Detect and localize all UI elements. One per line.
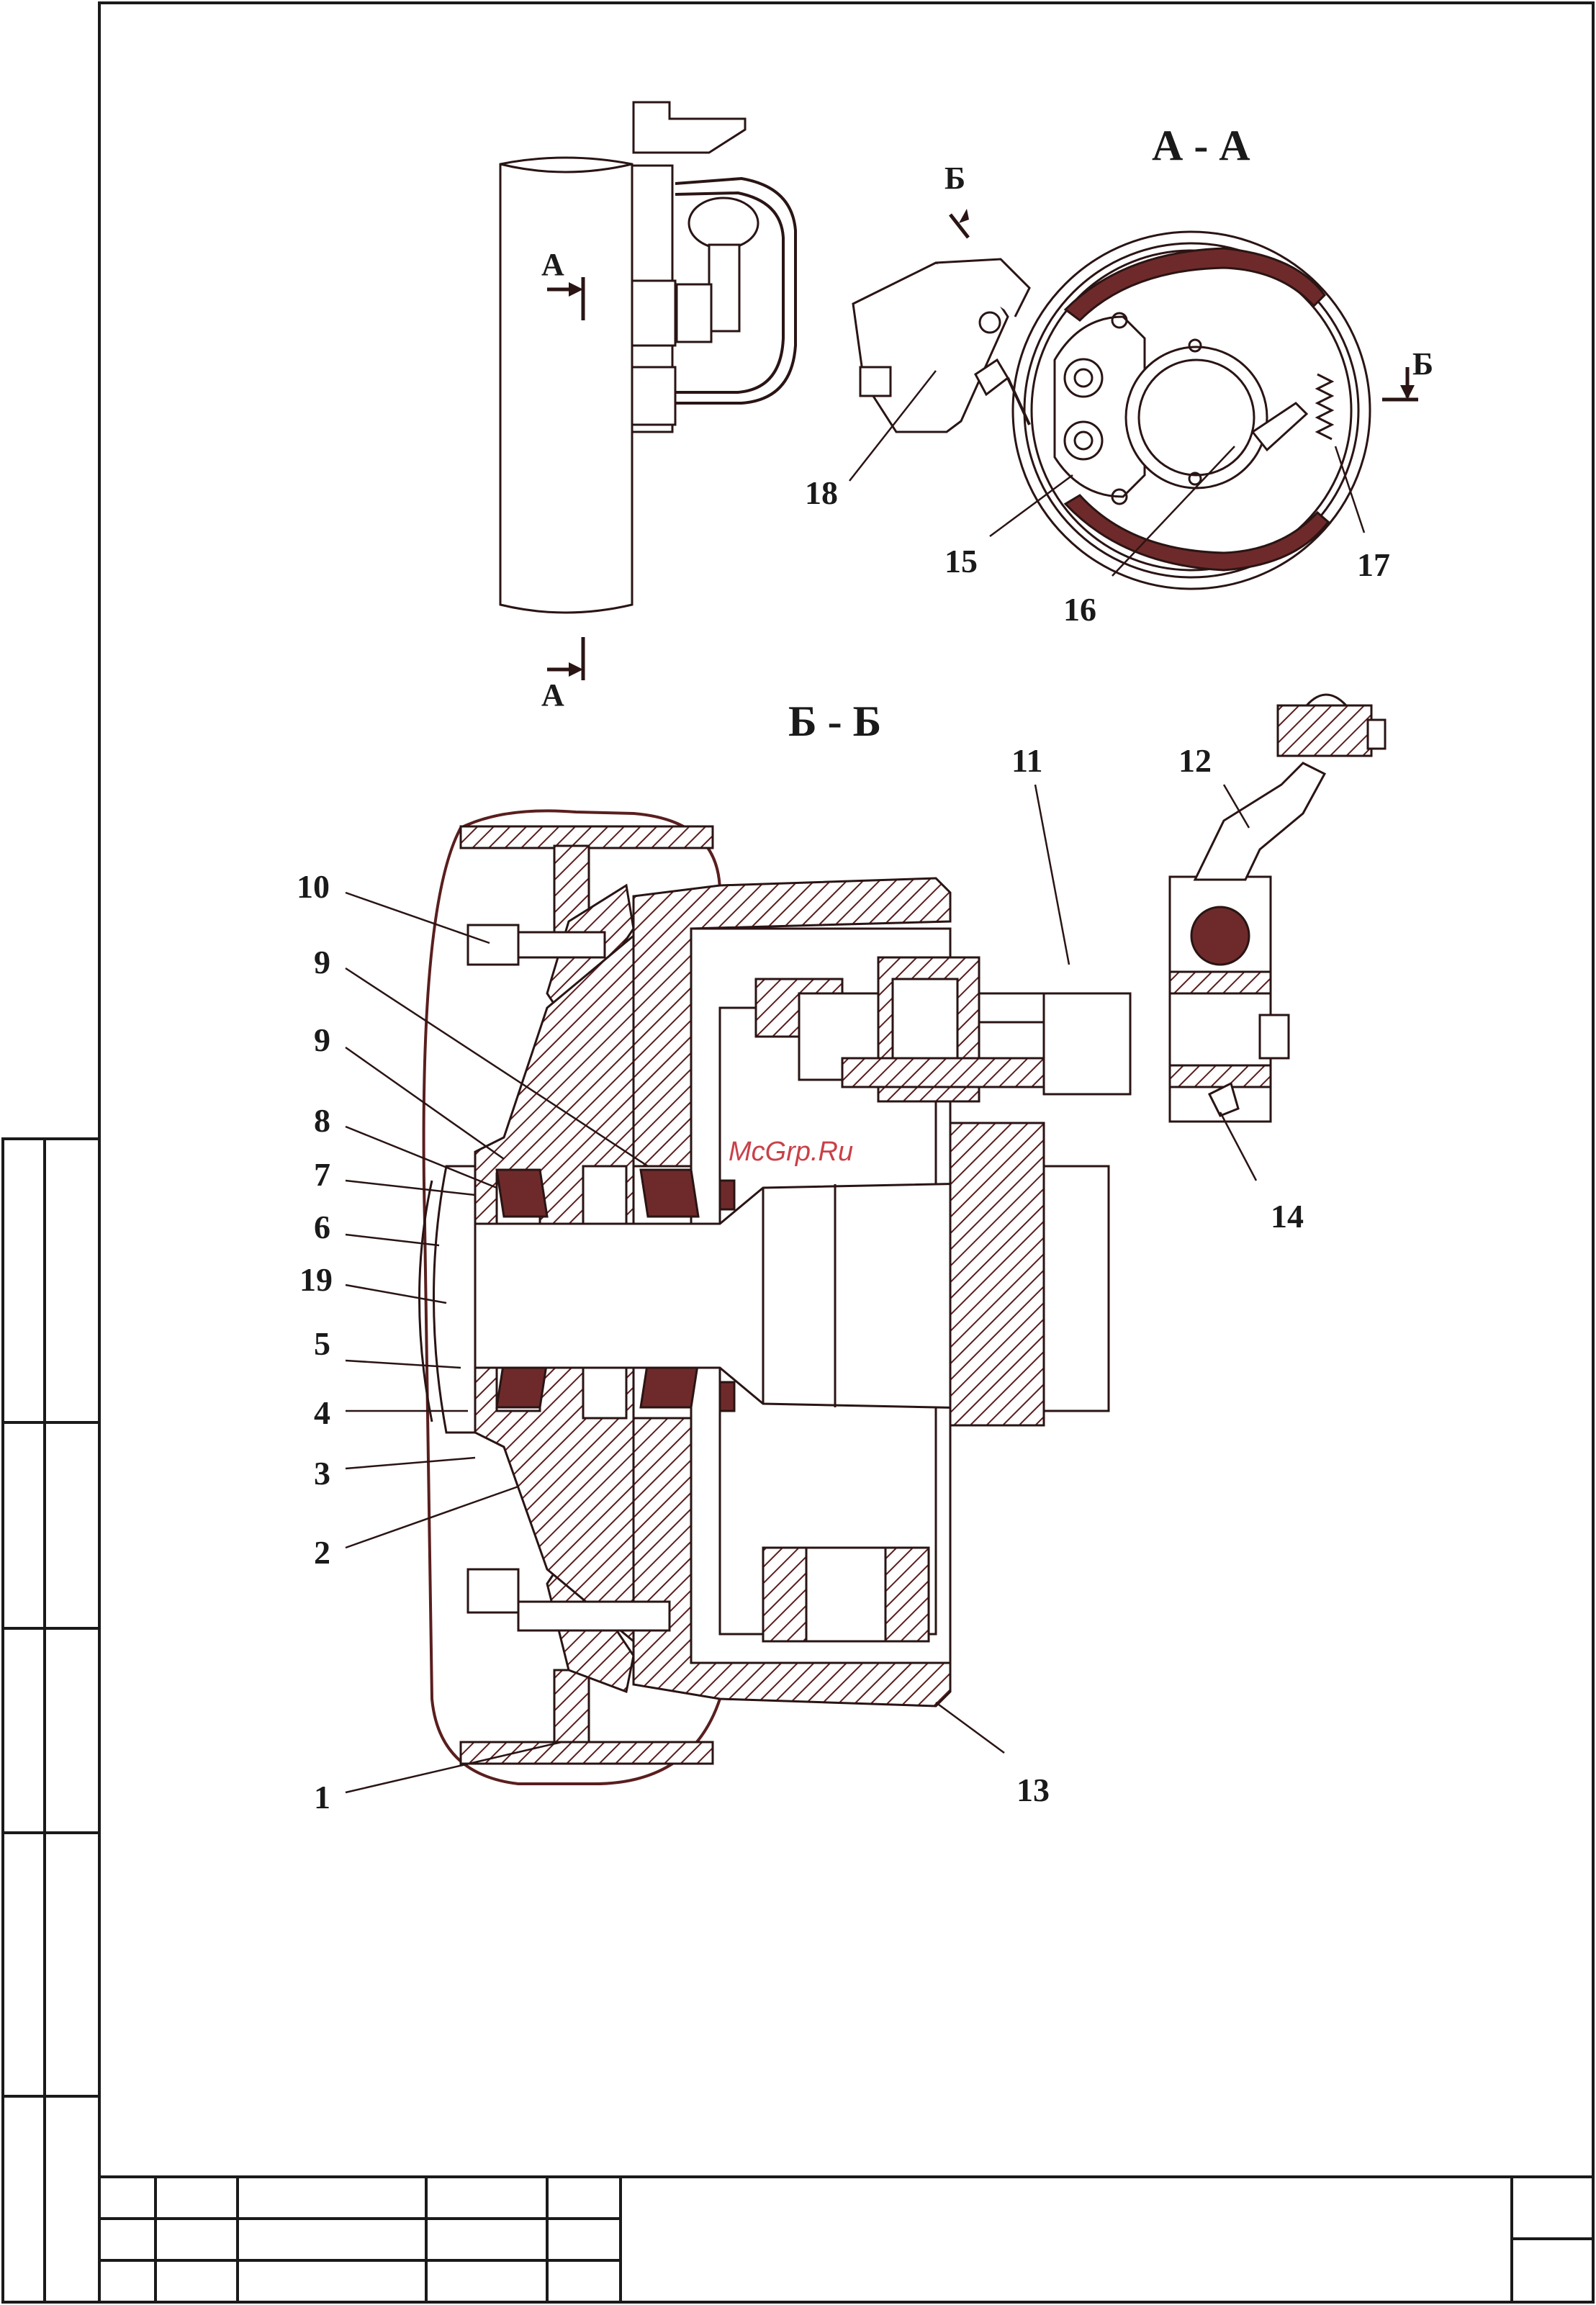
callout-16: 16	[1063, 591, 1096, 628]
cut-mark-a-top: А	[541, 247, 564, 282]
callout-5: 5	[314, 1325, 330, 1362]
callout-2: 2	[314, 1534, 330, 1571]
cut-mark-b-top: Б	[944, 161, 965, 196]
watermark: McGrp.Ru	[729, 1137, 853, 1167]
cut-mark-b-right: Б	[1412, 346, 1433, 382]
callout-10: 10	[297, 868, 330, 905]
callout-1: 1	[314, 1779, 330, 1815]
callout-7: 7	[314, 1156, 330, 1193]
callout-15: 15	[944, 543, 978, 579]
side-view	[500, 102, 795, 680]
title-block	[99, 2177, 1593, 2302]
callout-3: 3	[314, 1455, 330, 1492]
callout-11: 11	[1011, 742, 1042, 779]
callout-18: 18	[805, 474, 838, 511]
section-aa-view	[853, 209, 1418, 589]
callout-17: 17	[1357, 546, 1390, 583]
section-bb-view: McGrp.Ru	[420, 695, 1386, 1784]
callout-8: 8	[314, 1102, 330, 1139]
callout-13: 13	[1016, 1772, 1050, 1808]
section-aa-title: А - А	[1152, 122, 1250, 169]
callout-19: 19	[299, 1261, 333, 1298]
cut-mark-a-bottom: А	[541, 677, 564, 713]
callout-9-lower: 9	[314, 1021, 330, 1058]
callout-12: 12	[1178, 742, 1212, 779]
callout-6: 6	[314, 1209, 330, 1245]
callout-14: 14	[1271, 1198, 1304, 1235]
section-bb-title: Б - Б	[788, 698, 881, 745]
callout-9-upper: 9	[314, 944, 330, 980]
callout-4: 4	[314, 1394, 330, 1431]
